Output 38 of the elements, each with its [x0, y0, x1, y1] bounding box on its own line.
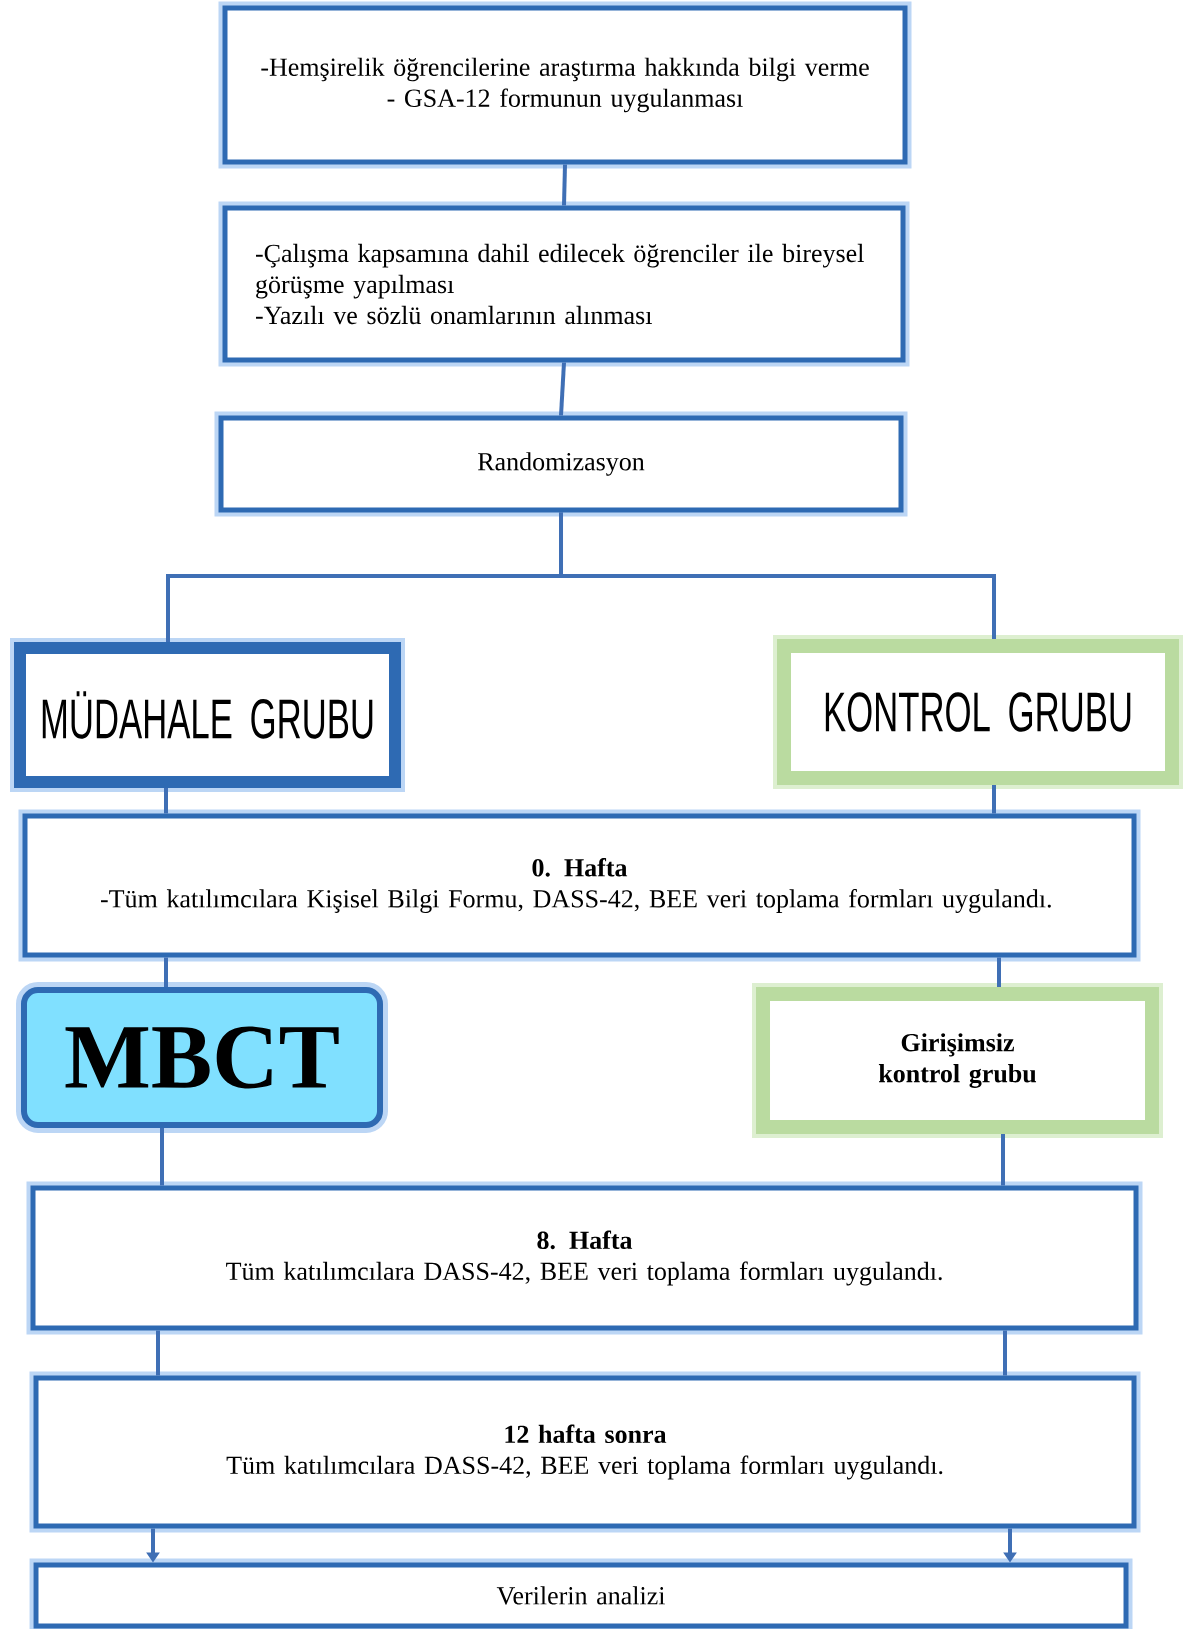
step-text: -Hemşirelik öğrencilerine araştırma hakkında bilgi verme [261, 57, 869, 82]
group-text: Girişimsiz kontrol grubu [878, 1033, 1037, 1088]
connector [997, 957, 1001, 987]
group-box [773, 635, 1183, 789]
connector [559, 512, 996, 639]
step-text: Randomizasyon [478, 452, 645, 476]
process-box [29, 1558, 1133, 1629]
group-title: KONTROL GRUBU [825, 692, 1131, 732]
process-box [18, 809, 1141, 962]
connector [164, 957, 168, 987]
step-text: -Yazılı ve sözlü onamlarının alınması [256, 305, 652, 325]
connector [1003, 1330, 1007, 1376]
intervention-title: MBCT [65, 1026, 339, 1089]
group-box [752, 983, 1163, 1138]
process-box [218, 201, 910, 367]
step-text: Tüm katılımcılara DASS-42, BEE veri toplama formları uygulandı. [226, 1261, 942, 1286]
step-text: Verilerin analizi [496, 1586, 665, 1605]
group-title: MÜDAHALE GRUBU [42, 691, 373, 739]
process-box [26, 1181, 1143, 1335]
connector [562, 164, 567, 206]
step-text: -Çalışma kapsamına dahil edilecek öğrenciler ile bireysel görüşme yapılması [256, 243, 864, 299]
connector [1001, 1134, 1005, 1186]
connector [559, 362, 566, 416]
step-heading: 8. Hafta [537, 1230, 633, 1250]
process-box [29, 1371, 1141, 1533]
step-text: -Tüm katılımcılara Kişisel Bilgi Formu, DASS-42, BEE veri toplama formları uygulandı. [100, 889, 1051, 913]
process-box [214, 411, 908, 517]
step-heading: 0. Hafta [532, 858, 628, 877]
connector [156, 1330, 160, 1376]
connector [992, 785, 996, 814]
connector [160, 1128, 164, 1186]
step-text: Tüm katılımcılara DASS-42, BEE veri toplama formları uygulandı. [226, 1455, 943, 1480]
step-text: - GSA-12 formunun uygulanması [387, 88, 743, 113]
process-box [218, 1, 912, 169]
step-heading: 12 hafta sonra [505, 1424, 667, 1444]
connector [164, 788, 168, 814]
group-box [10, 638, 405, 792]
intervention-plaque [16, 982, 388, 1133]
